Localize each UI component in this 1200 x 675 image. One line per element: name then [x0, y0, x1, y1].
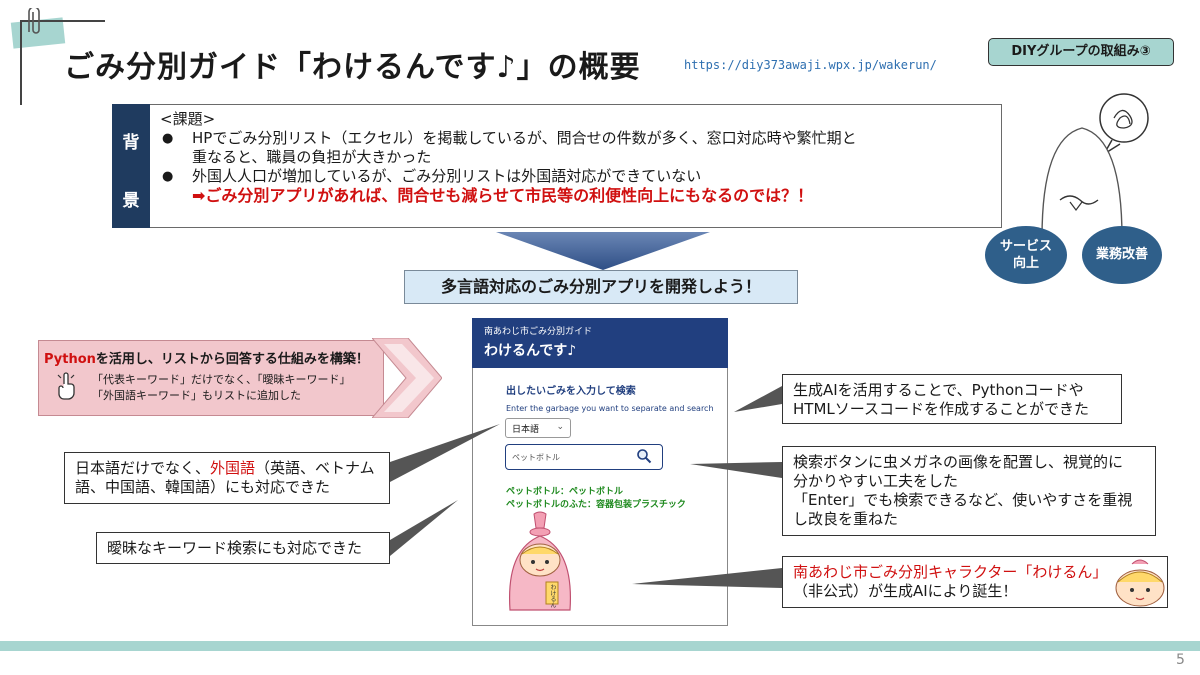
- background-tab: 背 景: [112, 104, 150, 228]
- callout-multilingual: 日本語だけでなく、外国語（英語、ベトナム語、中国語、韓国語）にも対応できた: [64, 452, 390, 504]
- pointing-hand-icon: [57, 372, 75, 400]
- service-improvement-circle: サービス向上: [985, 226, 1067, 284]
- python-body: 「代表キーワード」だけでなく、「曖昧キーワード」「外国語キーワード」もリストに追…: [92, 373, 351, 402]
- thinking-person-illustration: [1041, 93, 1149, 239]
- python-heading: Pythonを活用し、リストから回答する仕組みを構築！: [44, 352, 369, 367]
- page-url-link[interactable]: https://diy373awaji.wpx.jp/wakerun/: [684, 58, 937, 72]
- title-frame-vline: [20, 20, 22, 105]
- background-text: <課題> HPでごみ分別リスト（エクセル）を掲載しているが、問合せの件数が多く、…: [160, 110, 990, 205]
- app-header: 南あわじ市ごみ分別ガイド わけるんです♪: [472, 318, 728, 368]
- group-badge: DIYグループの取組み③: [988, 38, 1174, 66]
- search-input[interactable]: ペットボトル: [505, 444, 663, 470]
- search-result-1: ペットボトル：ペットボトル: [506, 487, 624, 497]
- issue-heading: <課題>: [160, 110, 216, 128]
- background-tab-top: 背: [122, 133, 140, 153]
- mascot-tag: わけるん: [549, 584, 556, 608]
- app-large-title: わけるんです♪: [484, 343, 577, 359]
- operations-improvement-circle: 業務改善: [1082, 226, 1162, 284]
- app-prompt-en: Enter the garbage you want to separate a…: [506, 404, 714, 413]
- app-prompt-ja: 出したいごみを入力して検索: [506, 386, 636, 397]
- callout-mascot: 南あわじ市ごみ分別キャラクター「わけるん」（非公式）が生成AIにより誕生！: [782, 556, 1168, 608]
- footer-bar: [0, 641, 1200, 651]
- callout-fuzzy-search: 曖昧なキーワード検索にも対応できた: [96, 532, 390, 564]
- python-box: [38, 340, 384, 416]
- search-icon[interactable]: [636, 448, 652, 464]
- title-frame-line: [20, 20, 105, 22]
- page-number: 5: [1176, 652, 1185, 668]
- background-tab-bottom: 景: [122, 191, 140, 211]
- page-title: ごみ分別ガイド「わけるんです♪」の概要: [64, 50, 641, 85]
- mascot-illustration: [508, 511, 572, 611]
- app-small-title: 南あわじ市ごみ分別ガイド: [484, 327, 593, 337]
- search-result-2: ペットボトルのふた：容器包装プラスチック: [506, 500, 686, 510]
- issue-bullet-1: HPでごみ分別リスト（エクセル）を掲載しているが、問合せの件数が多く、窓口対応時…: [160, 129, 990, 167]
- goal-banner: 多言語対応のごみ分別アプリを開発しよう！: [404, 270, 798, 304]
- issue-conclusion: ➡ごみ分別アプリがあれば、問合せも減らせて市民等の利便性向上にもなるのでは？！: [192, 186, 814, 205]
- down-arrow-icon: [496, 232, 710, 270]
- callout-usability: 検索ボタンに虫メガネの画像を配置し、視覚的に分かりやすい工夫をした「Enter」…: [782, 446, 1156, 536]
- language-select[interactable]: 日本語⌄: [505, 418, 571, 438]
- mascot-face-icon: [1115, 559, 1165, 607]
- chevron-down-icon: ⌄: [556, 422, 564, 432]
- chevron-right-icon: [372, 338, 442, 418]
- issue-bullet-2: 外国人人口が増加しているが、ごみ分別リストは外国語対応ができていない: [160, 167, 990, 186]
- paperclip-icon: [28, 8, 40, 34]
